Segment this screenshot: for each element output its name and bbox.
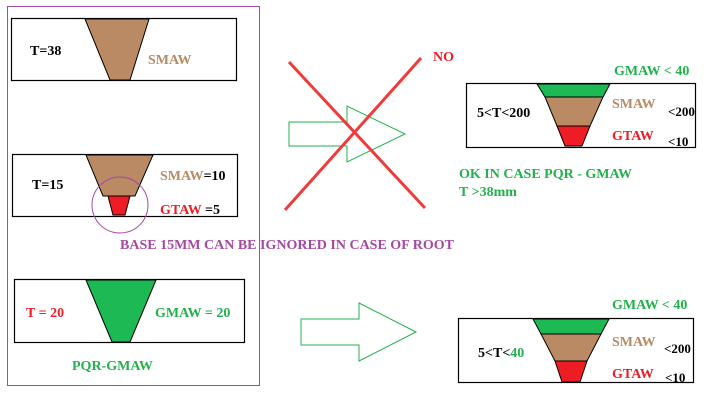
ok-note-line2: T >38mm [459,185,517,200]
weld-bottom-right-gtaw-root [554,360,588,383]
weld-bottom-right-gmaw-cap [532,318,610,335]
no-label: NO [433,50,454,65]
weld-top-right: GMAW < 40 5<T<200 SMAW <200 GTAW <10 [465,64,697,149]
weld-bottom-right-range-value: 40 [510,346,524,361]
weld-t20: T = 20 GMAW = 20 [13,278,246,344]
root-highlight-circle [91,176,149,234]
weld-t15-gtaw-label: GTAW [160,203,202,218]
ok-note-line1: OK IN CASE PQR - GMAW [459,167,632,182]
cross-line-1 [287,60,427,210]
weld-bottom-right: GMAW < 40 5<T<40 SMAW <200 GTAW <10 [457,298,695,385]
arrow-right-top [288,105,407,163]
rejection-cross [283,56,427,212]
arrow-right-bottom [300,302,418,362]
weld-bottom-right-gtaw-label: GTAW [612,367,654,382]
weld-top-right-gmaw-cap [536,83,611,98]
weld-top-right-gmaw-label: GMAW < 40 [614,64,689,79]
weld-t15-thickness-label: T=15 [32,178,63,193]
cross-line-2 [283,56,423,212]
weld-t20-thickness-label: T = 20 [26,306,64,321]
weld-t38-thickness-label: T=38 [30,44,61,59]
base-ignore-note: BASE 15MM CAN BE IGNORED IN CASE OF ROOT [120,238,455,253]
weld-top-right-smaw-limit: <200 [668,104,695,119]
weld-t20-process-label: GMAW = 20 [155,306,230,321]
weld-t15-smaw-value: =10 [204,169,226,184]
weld-t15-smaw-line: SMAW=10 [160,169,226,184]
weld-top-right-range-label: 5<T<200 [477,106,530,121]
weld-t38-process-label: SMAW [148,53,192,68]
weld-bottom-right-gmaw-label: GMAW < 40 [612,298,687,313]
weld-top-right-smaw-label: SMAW [612,97,656,112]
weld-t15-smaw-groove [85,154,154,197]
weld-bottom-right-range-line: 5<T<40 [478,346,524,361]
pqr-group-frame [7,6,260,386]
weld-bottom-right-smaw-limit: <200 [664,341,691,356]
weld-top-right-gtaw-root [556,125,591,147]
pqr-label: PQR-GMAW [72,359,153,374]
weld-t15: T=15 SMAW=10 GTAW =5 [11,153,239,234]
weld-bottom-right-range-prefix: 5<T< [478,346,510,361]
weld-t15-gtaw-value: =5 [202,203,220,218]
weld-t15-smaw-label: SMAW [160,169,204,184]
weld-t38-smaw-groove [84,18,150,81]
weld-bottom-right-smaw-label: SMAW [612,335,656,350]
weld-t15-gtaw-root [107,195,131,216]
weld-t20-gmaw-groove [85,279,157,343]
weld-top-right-gtaw-label: GTAW [612,129,654,144]
weld-t38: T=38 SMAW [10,17,238,82]
weld-t15-gtaw-line: GTAW =5 [160,203,220,218]
weld-top-right-gtaw-limit: <10 [668,134,688,149]
weld-bottom-right-gtaw-limit: <10 [665,370,685,385]
